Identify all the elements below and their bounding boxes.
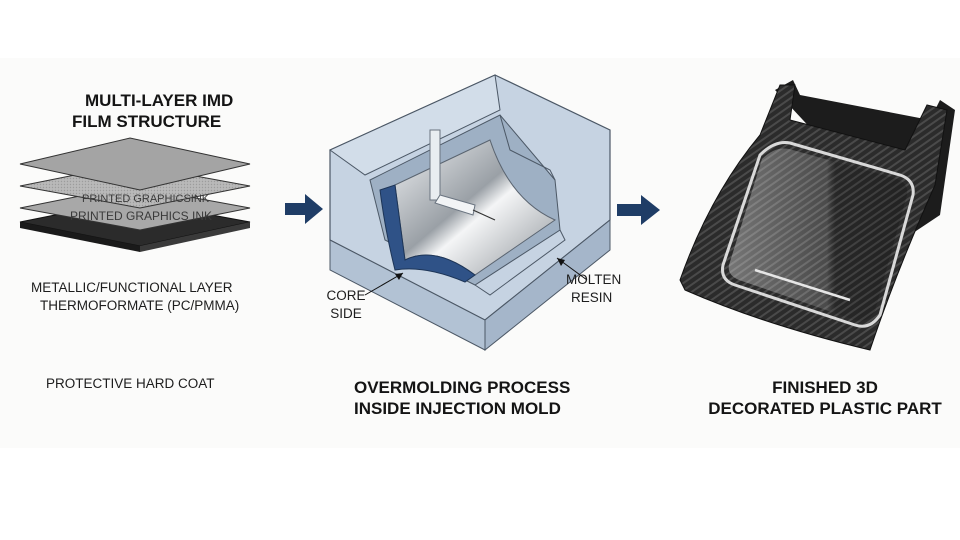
film-layer-stack: PRINTED GRAPHICSINK PRINTED GRAPHICS INK bbox=[19, 137, 251, 252]
callout-resin-line2: RESIN bbox=[571, 290, 613, 305]
process-arrow-2 bbox=[617, 195, 660, 225]
injection-mold-illustration bbox=[329, 74, 611, 352]
film-layer-metallic bbox=[19, 137, 251, 191]
label-thermoformate: THERMOFORMATE (PC/PMMA) bbox=[40, 298, 240, 313]
film-layer-text-2: PRINTED GRAPHICS INK bbox=[70, 209, 212, 223]
film-title-line2: FILM STRUCTURE bbox=[72, 112, 222, 131]
finished-part-illustration bbox=[679, 80, 955, 351]
callout-arrow-core bbox=[364, 272, 404, 296]
mold-caption-line2: INSIDE INJECTION MOLD bbox=[354, 399, 561, 418]
part-caption-line1: FINISHED 3D bbox=[772, 378, 878, 397]
callout-core-line2: SIDE bbox=[330, 306, 362, 321]
part-caption-line2: DECORATED PLASTIC PART bbox=[708, 399, 942, 418]
mold-caption-line1: OVERMOLDING PROCESS bbox=[354, 378, 571, 397]
callout-core-line1: CORE bbox=[326, 288, 366, 303]
molten-resin-region bbox=[379, 184, 476, 283]
arrow-right-icon bbox=[285, 194, 323, 224]
process-arrow-1 bbox=[285, 194, 323, 224]
label-metallic-layer: METALLIC/FUNCTIONAL LAYER bbox=[31, 280, 233, 295]
arrow-right-icon bbox=[617, 195, 660, 225]
callout-resin-line1: MOLTEN bbox=[566, 272, 622, 287]
film-layer-text-1: PRINTED GRAPHICSINK bbox=[82, 193, 210, 205]
injection-nozzle bbox=[429, 129, 496, 221]
label-hard-coat: PROTECTIVE HARD COAT bbox=[46, 376, 215, 391]
film-title-line1: MULTI-LAYER IMD bbox=[85, 91, 234, 110]
